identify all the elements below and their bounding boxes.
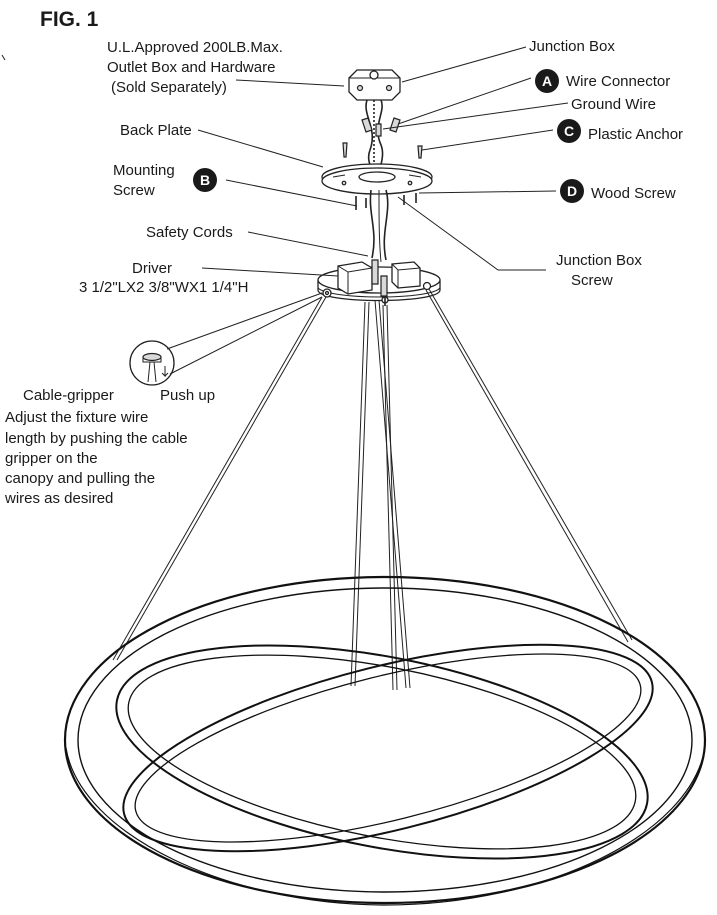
- plastic-anchor-label: Plastic Anchor: [588, 126, 683, 143]
- gripper-leader-bottom: [169, 296, 323, 375]
- back-plate: [321, 163, 433, 195]
- push-up-label: Push up: [160, 387, 215, 404]
- junction-box: [348, 69, 401, 101]
- badge-b: [193, 168, 217, 192]
- back-plate-label: Back Plate: [120, 122, 192, 139]
- badge-c: [557, 119, 581, 143]
- junction-box-screw-label-line2: Screw: [571, 272, 613, 289]
- mounting-screw-label-line1: Mounting: [113, 162, 175, 179]
- safety-cords: [369, 189, 389, 263]
- plastic-anchors: [342, 142, 423, 159]
- ground-wire-label: Ground Wire: [571, 96, 656, 113]
- junction-box-screw-label-line1: Junction Box: [556, 252, 642, 269]
- canopy: [317, 266, 441, 302]
- inner-ring: [122, 643, 654, 853]
- outlet-box-label-line1: U.L.Approved 200LB.Max.: [107, 39, 283, 56]
- outlet-box-label-line2: Outlet Box and Hardware: [107, 59, 275, 76]
- wood-screw-label: Wood Screw: [591, 185, 676, 202]
- suspension-cables: [112, 288, 633, 691]
- middle-ring: [115, 644, 649, 860]
- badge-a-letter: A: [542, 73, 552, 89]
- driver-dimensions-label: 3 1/2"LX2 3/8"WX1 1/4"H: [79, 279, 248, 296]
- mounting-screws: [355, 193, 417, 210]
- driver-label: Driver: [132, 260, 172, 277]
- gripper-leader-top: [166, 292, 323, 350]
- margin-mark: [1, 54, 6, 61]
- instruction-line2: length by pushing the cable: [5, 430, 188, 447]
- badge-c-letter: C: [564, 123, 574, 139]
- push-up-arrow-icon: [161, 366, 169, 378]
- instruction-line5: wires as desired: [4, 490, 113, 507]
- wire-connectors: [361, 117, 401, 137]
- wire-connector-label: Wire Connector: [566, 73, 670, 90]
- cable-gripper-detail: [129, 340, 175, 386]
- junction-box-label: Junction Box: [529, 38, 615, 55]
- outlet-box-label-line3: (Sold Separately): [111, 79, 227, 96]
- canopy-grippers: [322, 281, 432, 306]
- badge-d: [560, 179, 584, 203]
- safety-cords-label: Safety Cords: [146, 224, 233, 241]
- leader-lines: [197, 46, 569, 277]
- figure-title: FIG. 1: [40, 8, 99, 31]
- cable-gripper-label: Cable-gripper: [23, 387, 114, 404]
- badge-b-letter: B: [200, 172, 210, 188]
- badge-d-letter: D: [567, 183, 577, 199]
- outer-ring: [63, 575, 707, 906]
- driver-box: [337, 259, 421, 297]
- instruction-line4: canopy and pulling the: [5, 470, 155, 487]
- instruction-line1: Adjust the fixture wire: [5, 409, 148, 426]
- instruction-line3: gripper on the: [5, 450, 98, 467]
- mounting-screw-label-line2: Screw: [113, 182, 155, 199]
- badge-a: [535, 69, 559, 93]
